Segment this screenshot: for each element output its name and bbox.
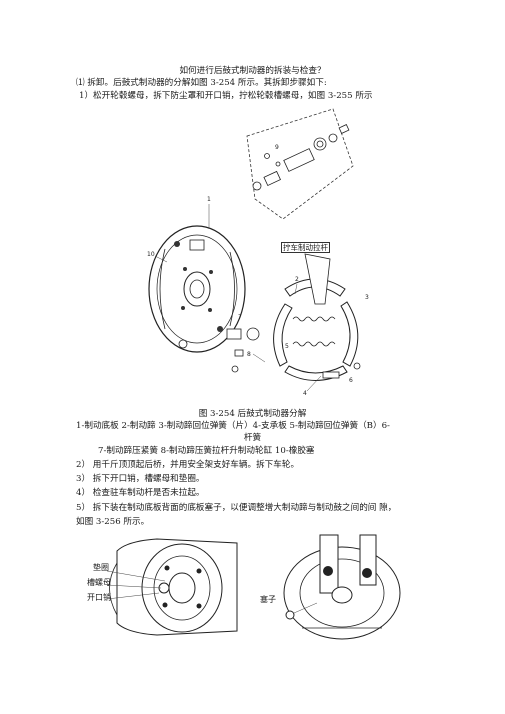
hub-nut-drawing (106, 538, 238, 636)
figure-3-254-legend-line3: 7-制动蹄压紧簧 8-制动蹄压簧拉杆升制动轮缸 10-橡胶塞 (98, 446, 315, 456)
step-3: 3） 拆下开口销，槽螺母和垫圈。 (76, 474, 205, 484)
figure-3-254-legend-line2: 杆簧 (243, 433, 262, 443)
figure-3-254-caption: 图 3-254 后鼓式制动器分解 (198, 409, 307, 419)
step-2: 2） 用千斤顶顶起后桥，并用安全架支好车辆。拆下车轮。 (76, 460, 300, 470)
step-1: 1）松开轮毂螺母，拆下防尘罩和开口销，拧松轮毂槽螺母，如图 3-255 所示 (79, 91, 373, 101)
part-number-9: 9 (275, 144, 279, 151)
castle-nut-label: 槽螺母 (87, 578, 111, 587)
part-number-5: 5 (285, 343, 289, 350)
cotter-pin-label: 开口销 (87, 593, 111, 602)
part-number-1: 1 (207, 196, 211, 203)
washer-label: 垫圈 (93, 563, 109, 572)
part-number-6: 6 (349, 377, 353, 384)
page-title: 如何进行后鼓式制动器的拆装与检查？ (179, 66, 326, 76)
step-5: 5） 拆下装在制动底板背面的底板塞子，以便调整增大制动蹄与制动鼓之间的间 隙， (76, 503, 397, 513)
parking-lever-callout: 拧车制动拉杆 (281, 242, 330, 253)
figure-3-255: 垫圈 槽螺母 开口销 (87, 533, 247, 641)
part-number-2: 2 (295, 276, 299, 283)
step-5-continued: 如图 3-256 所示。 (76, 517, 150, 527)
figure-3-254-legend-line1: 1-制动底板 2-制动蹄 3-制动蹄回位弹簧（片）4-支承板 5-制动蹄回位弹簧… (76, 421, 390, 431)
step-disassembly: ⑴ 拆卸。后鼓式制动器的分解如图 3-254 所示。其拆卸步骤如下: (76, 78, 327, 88)
exploded-brake-drawing: 1 10 2 3 7 8 5 4 6 9 (147, 108, 369, 397)
part-number-10: 10 (147, 251, 155, 258)
part-number-3: 3 (365, 294, 369, 301)
part-number-7: 7 (238, 314, 242, 321)
part-number-4: 4 (303, 390, 307, 397)
step-4: 4） 检查驻车制动杆是否未拉起。 (76, 488, 205, 498)
backing-plate-plug-drawing (283, 534, 401, 640)
figure-3-256: 塞子 (260, 533, 407, 641)
part-number-8: 8 (247, 351, 251, 358)
plug-label: 塞子 (260, 595, 276, 604)
figure-3-254: 1 10 2 3 7 8 5 4 6 9 拧车制动拉杆 (135, 104, 385, 399)
